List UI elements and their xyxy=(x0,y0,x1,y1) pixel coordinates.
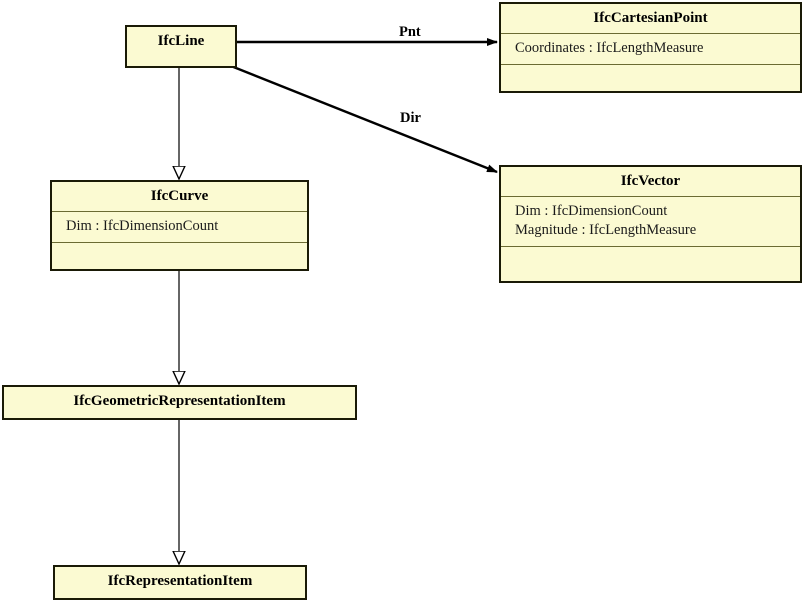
class-attributes-ifccurve: Dim : IfcDimensionCount xyxy=(52,212,307,242)
class-box-ifccartesianpoint[interactable]: IfcCartesianPoint Coordinates : IfcLengt… xyxy=(499,2,802,93)
compartment-separator xyxy=(52,242,307,244)
class-title-ifccurve: IfcCurve xyxy=(150,188,209,204)
class-box-ifcrepresentationitem[interactable]: IfcRepresentationItem xyxy=(53,565,307,600)
class-title-ifccartesianpoint: IfcCartesianPoint xyxy=(593,10,708,26)
compartment-separator xyxy=(52,211,307,212)
edge-label-dir: Dir xyxy=(400,110,421,126)
attribute-row: Dim : IfcDimensionCount xyxy=(66,218,219,234)
class-attributes-ifccartesianpoint: Coordinates : IfcLengthMeasure xyxy=(501,34,800,64)
attribute-row: Dim : IfcDimensionCount xyxy=(515,203,668,219)
compartment-separator xyxy=(501,33,800,34)
class-attributes-ifcvector: Dim : IfcDimensionCount Magnitude : IfcL… xyxy=(501,197,800,246)
class-operations-ifcvector xyxy=(501,247,800,265)
class-title-ifcvector: IfcVector xyxy=(620,173,681,189)
edge-label-pnt: Pnt xyxy=(399,24,421,40)
class-box-ifcgeometricrepresentationitem[interactable]: IfcGeometricRepresentationItem xyxy=(2,385,357,420)
attribute-row: Magnitude : IfcLengthMeasure xyxy=(515,222,697,239)
compartment-separator xyxy=(501,246,800,248)
class-box-ifcline[interactable]: IfcLine xyxy=(125,25,237,68)
compartment-separator xyxy=(501,64,800,66)
class-operations-ifccartesianpoint xyxy=(501,65,800,83)
class-title-ifcgeometricrepresentationitem: IfcGeometricRepresentationItem xyxy=(73,393,286,409)
attribute-row: Coordinates : IfcLengthMeasure xyxy=(515,40,704,56)
class-box-ifcvector[interactable]: IfcVector Dim : IfcDimensionCount Magnit… xyxy=(499,165,802,283)
class-title-ifcrepresentationitem: IfcRepresentationItem xyxy=(107,573,253,589)
class-box-ifccurve[interactable]: IfcCurve Dim : IfcDimensionCount xyxy=(50,180,309,271)
compartment-separator xyxy=(501,196,800,197)
class-title-ifcline: IfcLine xyxy=(157,33,205,49)
class-operations-ifccurve xyxy=(52,243,307,261)
edge-dir-line xyxy=(230,64,498,174)
